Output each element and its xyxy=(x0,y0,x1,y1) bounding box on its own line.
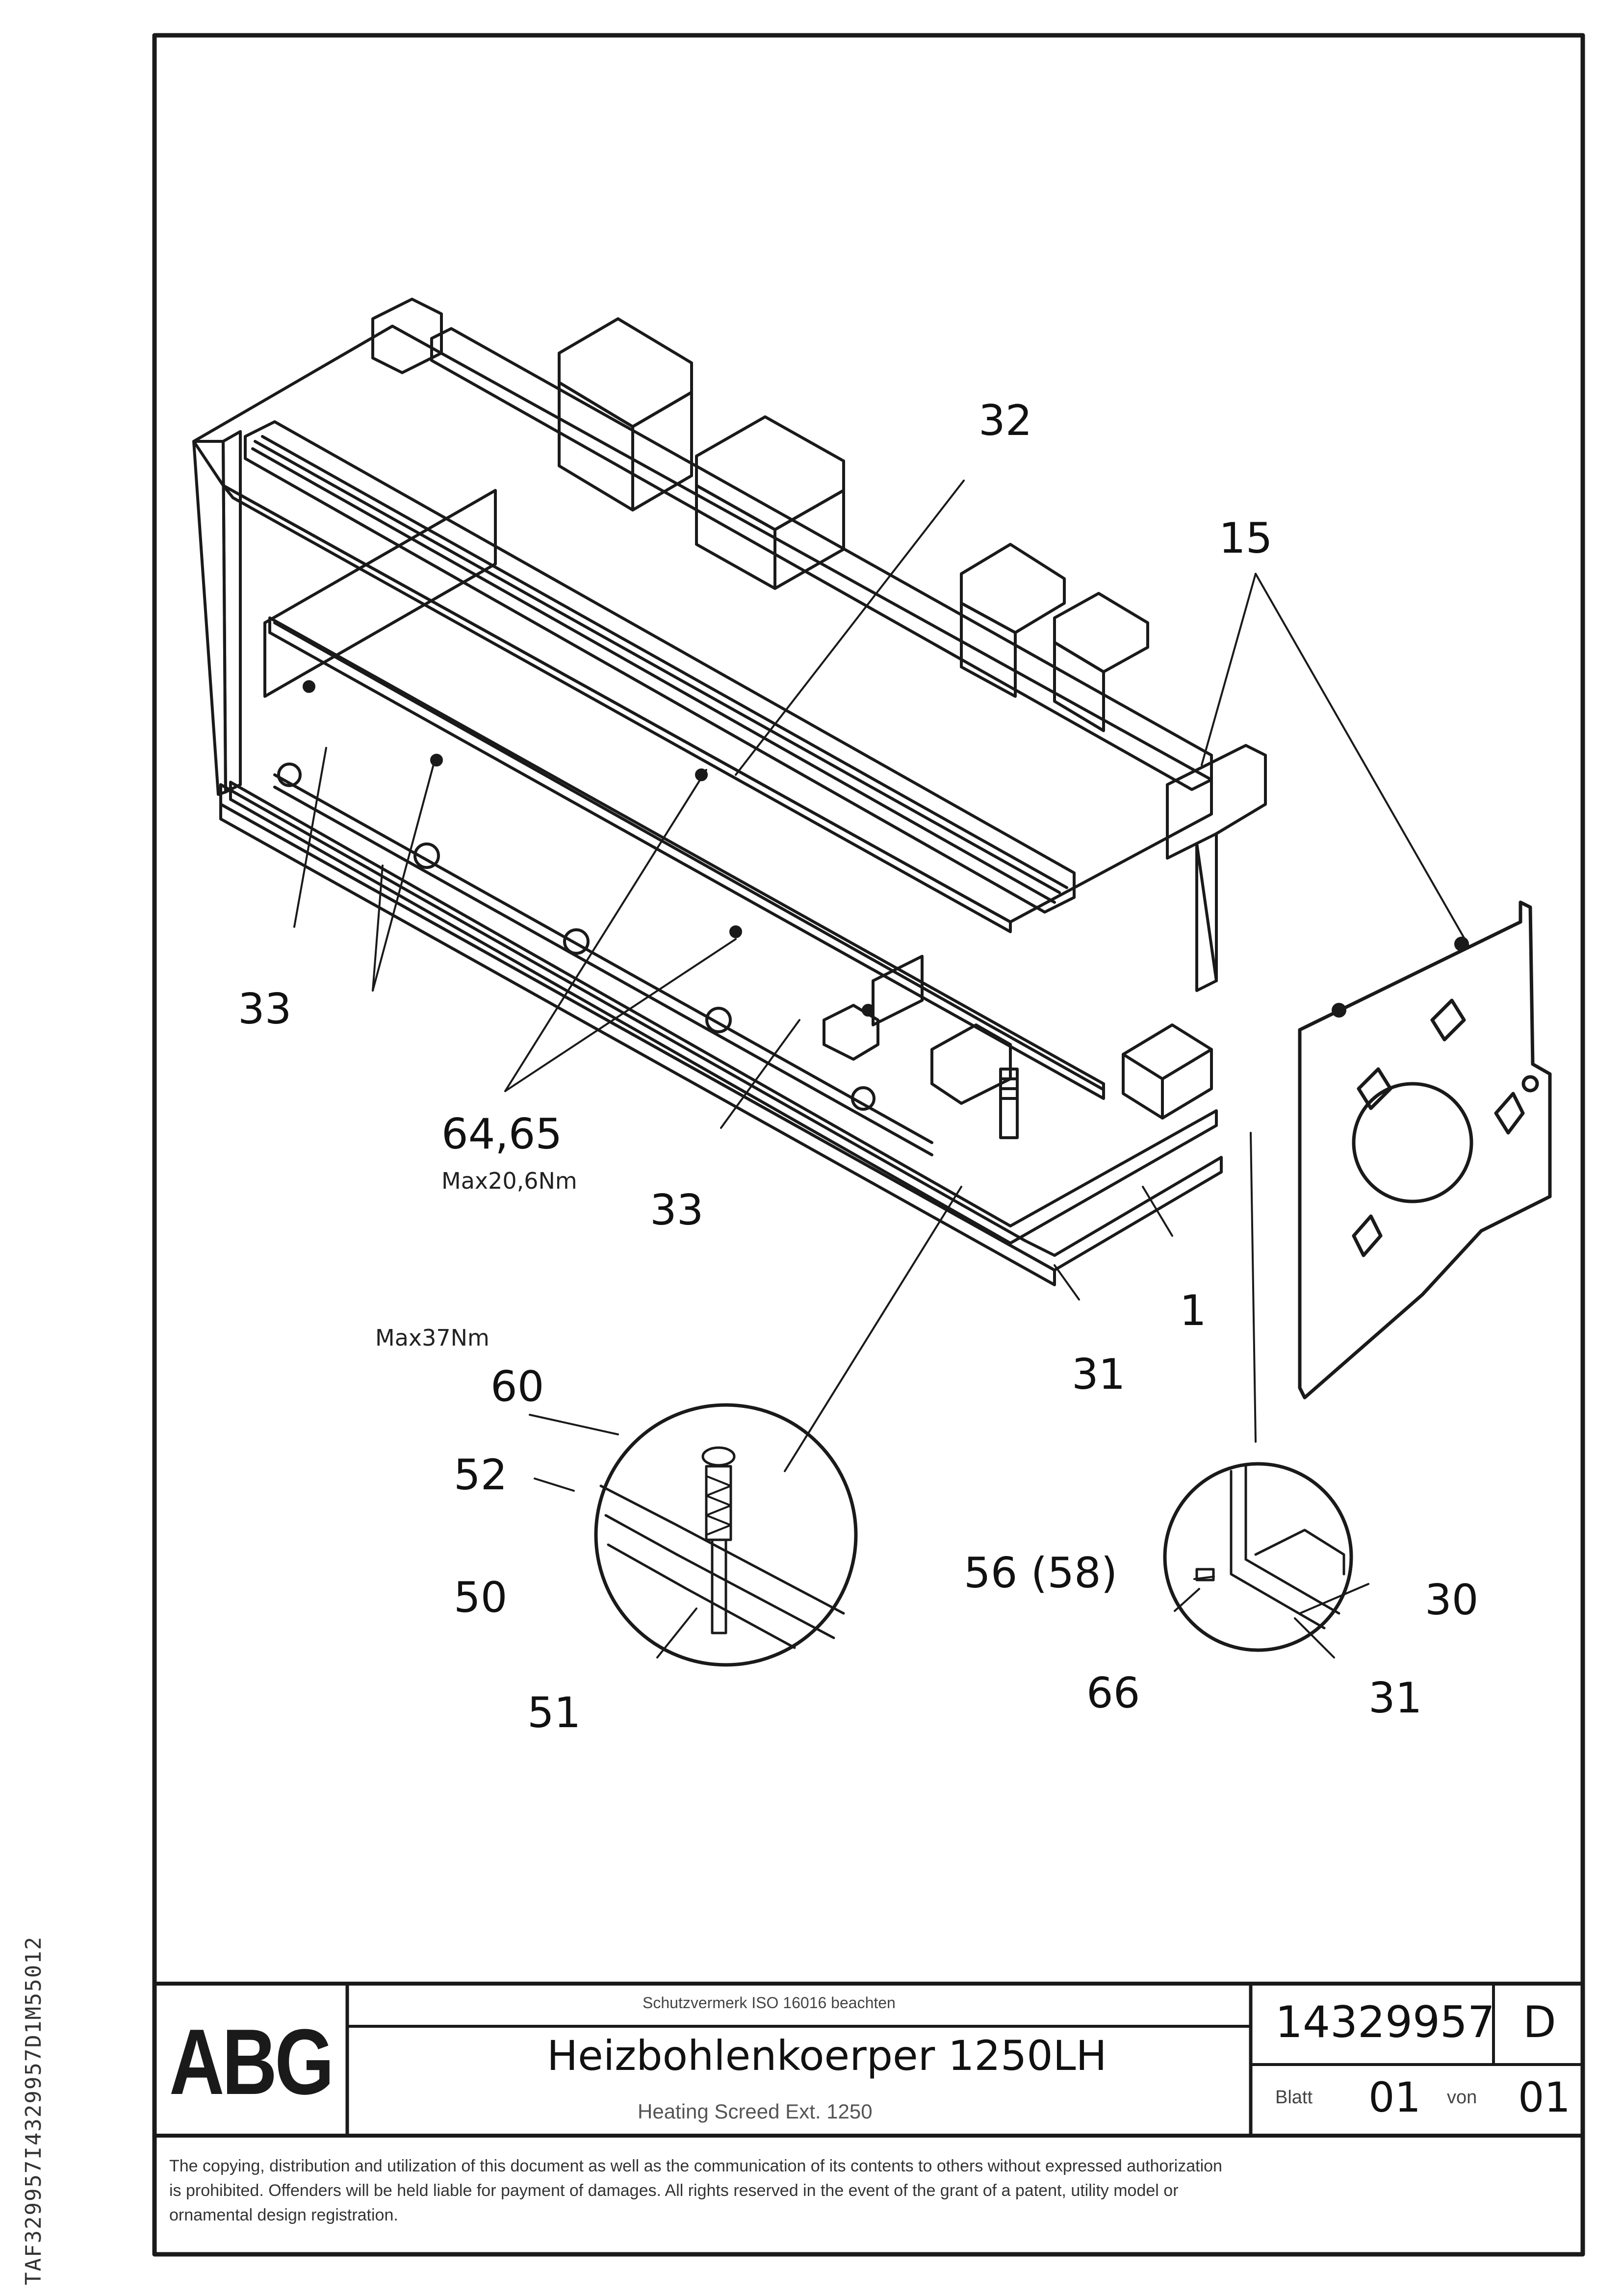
callout-32: 32 xyxy=(978,396,1032,445)
torque-64-65: Max20,6Nm xyxy=(441,1168,577,1194)
sheet-number: 01 xyxy=(1368,2073,1421,2121)
callout-30: 30 xyxy=(1425,1576,1479,1625)
torque-60: Max37Nm xyxy=(375,1325,489,1351)
drawing-title-de: Heizbohlenkoerper 1250LH xyxy=(547,2032,1107,2080)
callout-64-65: 64,65 xyxy=(441,1110,563,1159)
screed-frame xyxy=(192,325,1267,1286)
callout-50: 50 xyxy=(454,1573,508,1622)
callout-56-58: 56 (58) xyxy=(964,1549,1118,1598)
sheet-label: Blatt xyxy=(1275,2087,1313,2108)
callout-33-left: 33 xyxy=(238,985,292,1034)
callout-31-lower: 31 xyxy=(1368,1674,1422,1723)
copyright-notice-line-3: ornamental design registration. xyxy=(169,2206,398,2224)
header-note: Schutzvermerk ISO 16016 beachten xyxy=(643,1994,896,2012)
sheet-total: 01 xyxy=(1518,2073,1571,2121)
copyright-notice-line-2: is prohibited. Offenders will be held li… xyxy=(169,2181,1179,2200)
callout-60: 60 xyxy=(490,1362,544,1411)
callout-52: 52 xyxy=(454,1451,508,1500)
copyright-notice-line-1: The copying, distribution and utilizatio… xyxy=(169,2157,1222,2175)
revision-letter: D xyxy=(1523,1997,1556,2047)
side-code-text: TAF329957I4329957D1M55012 xyxy=(21,1936,46,2285)
detail-circle-left xyxy=(594,1403,858,1667)
side-document-code: TAF329957I4329957D1M55012 xyxy=(1,1746,46,2285)
callout-33-mid: 33 xyxy=(650,1186,704,1235)
callout-66: 66 xyxy=(1086,1669,1140,1718)
drawing-border xyxy=(152,33,1585,2257)
callout-15: 15 xyxy=(1219,514,1273,563)
callout-1: 1 xyxy=(1180,1286,1207,1335)
top-brackets xyxy=(371,298,1149,732)
part-number: 14329957 xyxy=(1275,1997,1495,2047)
of-label: von xyxy=(1447,2087,1477,2108)
skid-bolts xyxy=(277,680,1469,1111)
abg-logo: ABG xyxy=(169,2010,334,2114)
vertical-screw xyxy=(999,1068,1019,1139)
end-plate xyxy=(1298,900,1552,1400)
callout-31-upper: 31 xyxy=(1072,1350,1126,1399)
detail-circle-right xyxy=(1163,1462,1353,1652)
callout-51: 51 xyxy=(527,1688,581,1737)
drawing-title-en: Heating Screed Ext. 1250 xyxy=(638,2100,873,2123)
